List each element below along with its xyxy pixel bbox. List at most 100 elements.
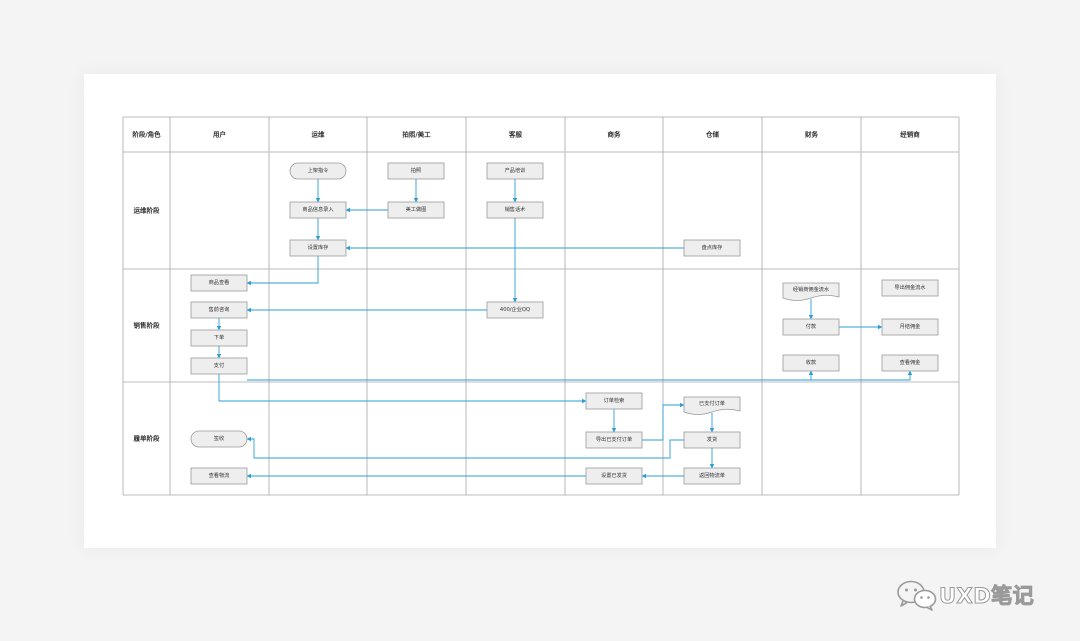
node-n_view: 商品查看	[190, 274, 248, 292]
node-label-n_ship: 发货	[707, 435, 717, 443]
node-label-n_qq: 400/企业QQ	[500, 305, 530, 313]
node-shape-n_qq	[486, 301, 544, 319]
phase-header-fulfil_phase: 履单阶段	[133, 434, 161, 443]
node-n_export: 导出佣金流水	[881, 279, 939, 297]
swimlane-flowchart: 阶段/角色用户运维拍照/美工客服商务仓储财务经销商运维阶段销售阶段履单阶段 上架…	[122, 116, 960, 496]
node-shape-n_monthly	[881, 318, 939, 336]
node-n_count: 盘点库存	[683, 239, 741, 257]
phase-header-sales_phase: 销售阶段	[134, 321, 161, 330]
node-n_train: 产品培训	[486, 162, 544, 180]
node-n_entry: 商品信息录入	[289, 201, 347, 219]
node-shape-n_entry	[289, 201, 347, 219]
node-n_recv: 收款	[782, 354, 840, 372]
node-shape-n_orderchk	[585, 392, 643, 410]
node-n_track: 查看物流	[190, 467, 248, 485]
node-shape-n_flow	[782, 282, 840, 301]
node-shape-n_retlog	[683, 467, 741, 485]
node-label-n_retouch: 美工做图	[406, 205, 427, 213]
node-shape-n_ship	[683, 431, 741, 449]
node-shape-n_sign	[190, 430, 248, 448]
edge-ship-to-sign	[246, 436, 684, 459]
diagram-card: 阶段/角色用户运维拍照/美工客服商务仓储财务经销商运维阶段销售阶段履单阶段 上架…	[84, 74, 996, 548]
node-shape-n_exportpaid	[585, 431, 643, 449]
node-shape-n_view	[190, 274, 248, 292]
node-label-n_monthly: 月结佣金	[900, 322, 922, 330]
role-header-cs: 客服	[508, 130, 523, 139]
node-n_pay: 支付	[190, 357, 248, 375]
node-label-n_sign: 签收	[214, 434, 224, 442]
node-n_orderchk: 订单检索	[585, 392, 643, 410]
flow-edges	[216, 179, 913, 479]
node-label-n_paidorders: 已支付订单	[699, 399, 725, 407]
edge-exportpaid-to-paidorders	[642, 402, 685, 441]
node-n_retlog: 返回物流单	[683, 467, 741, 485]
corner-header: 阶段/角色	[132, 130, 161, 139]
node-shape-n_order	[190, 329, 248, 347]
node-shape-n_photo	[387, 162, 445, 180]
node-n_script: 销售话术	[486, 201, 544, 219]
node-label-n_pay: 支付	[214, 361, 224, 369]
node-n_paymt: 付款	[782, 318, 840, 336]
edge-pay-to-check	[247, 370, 913, 381]
node-n_flow: 经销商佣金流水	[782, 282, 840, 301]
node-n_paidorders: 已支付订单	[683, 396, 741, 415]
node-shape-n_retouch	[387, 201, 445, 219]
node-n_check: 查看佣金	[881, 354, 939, 372]
node-label-n_flow: 经销商佣金流水	[793, 285, 830, 293]
node-label-n_photo: 拍照	[411, 166, 421, 174]
node-label-n_train: 产品培训	[505, 166, 526, 174]
node-label-n_paymt: 付款	[806, 322, 817, 330]
phase-header-ops_phase: 运维阶段	[134, 206, 161, 215]
node-label-n_count: 盘点库存	[702, 243, 723, 251]
node-label-n_shelf: 上架指令	[308, 166, 330, 174]
role-header-biz: 商务	[608, 130, 622, 139]
node-n_ship: 发货	[683, 431, 741, 449]
role-header-dist: 经销商	[900, 130, 920, 139]
node-shape-n_stock	[289, 239, 347, 257]
node-n_presale: 售前咨询	[190, 301, 248, 319]
node-label-n_stock: 设置库存	[308, 243, 329, 251]
role-header-user: 用户	[212, 130, 226, 139]
node-shape-n_recv	[782, 354, 840, 372]
node-label-n_exportpaid: 导出已支付订单	[596, 435, 632, 443]
node-n_photo: 拍照	[387, 162, 445, 180]
node-label-n_check: 查看佣金	[900, 358, 922, 366]
node-label-n_entry: 商品信息录入	[302, 205, 333, 213]
node-shape-n_count	[683, 239, 741, 257]
watermark-text: UXD笔记	[938, 584, 1035, 609]
node-n_qq: 400/企业QQ	[486, 301, 544, 319]
watermark: UXD笔记	[895, 578, 1055, 612]
node-label-n_presale: 售前咨询	[209, 305, 230, 313]
node-label-n_export: 导出佣金流水	[894, 283, 926, 291]
node-label-n_recv: 收款	[806, 358, 817, 366]
node-shape-n_train	[486, 162, 544, 180]
role-header-ops: 运维	[312, 130, 326, 139]
node-n_shelf: 上架指令	[289, 162, 347, 180]
node-label-n_order: 下单	[214, 333, 224, 341]
node-label-n_track: 查看物流	[209, 471, 230, 479]
edge-pay-to-recv	[247, 370, 814, 381]
node-n_retouch: 美工做图	[387, 201, 445, 219]
node-shape-n_track	[190, 467, 248, 485]
node-shape-n_check	[881, 354, 939, 372]
swimlane-headers: 阶段/角色用户运维拍照/美工客服商务仓储财务经销商运维阶段销售阶段履单阶段	[132, 130, 920, 443]
node-shape-n_presale	[190, 301, 248, 319]
node-n_order: 下单	[190, 329, 248, 347]
node-shape-n_setship	[585, 467, 643, 485]
node-label-n_script: 销售话术	[505, 205, 526, 213]
node-n_monthly: 月结佣金	[881, 318, 939, 336]
role-header-photo: 拍照/美工	[402, 130, 431, 139]
swimlane-grid	[122, 116, 960, 496]
node-n_stock: 设置库存	[289, 239, 347, 257]
node-shape-n_export	[881, 279, 939, 297]
node-shape-n_paymt	[782, 318, 840, 336]
node-n_exportpaid: 导出已支付订单	[585, 431, 643, 449]
node-label-n_retlog: 返回物流单	[699, 471, 725, 479]
node-shape-n_pay	[190, 357, 248, 375]
node-label-n_setship: 设置已发货	[601, 471, 627, 479]
role-header-wh: 仓储	[705, 130, 720, 139]
node-shape-n_shelf	[289, 162, 347, 180]
node-shape-n_paidorders	[683, 396, 741, 415]
edge-stock-to-view	[246, 256, 319, 286]
